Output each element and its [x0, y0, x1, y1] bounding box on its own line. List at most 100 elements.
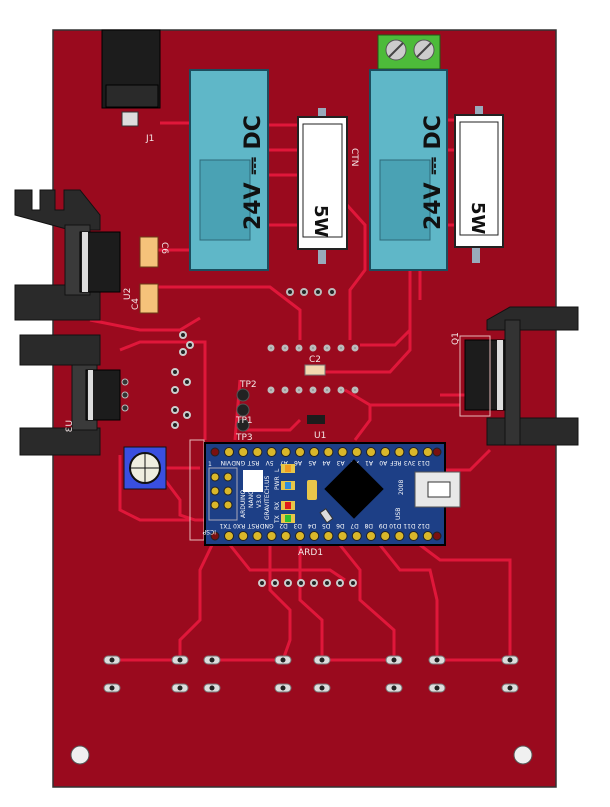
usb-label: USB — [395, 508, 402, 520]
pin-label: RST — [247, 459, 259, 466]
header-pin — [295, 447, 305, 457]
logo — [243, 470, 263, 492]
header-pin — [394, 531, 405, 541]
connector-drill — [391, 657, 397, 663]
header-pin — [394, 447, 405, 457]
regulator-u2-heatsink: U2 — [14, 189, 133, 321]
label-c2: C2 — [309, 355, 321, 365]
connector-drill — [391, 685, 397, 691]
header-pin — [224, 531, 234, 541]
pin-label: A5 — [308, 459, 316, 466]
connector-drill — [507, 685, 513, 691]
mini-usb-port[interactable] — [414, 471, 461, 508]
connector-pad-rows — [103, 655, 519, 693]
label-c4: C4 — [131, 298, 141, 310]
pin-label: A3 — [336, 459, 344, 466]
barrel-jack-j1: J1 — [101, 29, 161, 144]
capacitor-c2: C2 — [304, 355, 326, 376]
header-pin — [351, 531, 362, 541]
header-pin — [266, 531, 277, 541]
test-points: TP2 TP1 TP3 — [235, 380, 257, 443]
pin-label: D9 — [379, 522, 388, 529]
ic-u1: U1 — [307, 415, 326, 441]
pin-label: 3V3 — [404, 459, 416, 466]
connector-drill — [434, 657, 440, 663]
pin-label: GND — [231, 459, 245, 466]
microcontroller-chip — [324, 459, 384, 519]
trimmer-potentiometer[interactable] — [123, 446, 167, 490]
header-pin — [408, 531, 419, 541]
header-pin — [422, 531, 433, 541]
connector-drill — [319, 685, 325, 691]
header-pin — [238, 531, 249, 541]
pin-label: D7 — [350, 522, 359, 529]
pin-label: GND — [259, 522, 273, 529]
label-u3: U3 — [65, 420, 75, 432]
arduino-version: V3.0 — [256, 494, 263, 508]
pin-label: 5V — [265, 459, 274, 466]
connector-drill — [280, 685, 286, 691]
mounting-hole — [513, 745, 533, 765]
pin-label: A1 — [365, 459, 373, 466]
icsp-label: ICSP — [202, 528, 216, 535]
resistor-rating: 5W — [467, 202, 488, 235]
header-pin — [337, 447, 348, 457]
terminal-block — [377, 34, 441, 70]
pin-label: VIN — [221, 459, 231, 466]
header-pin — [266, 447, 277, 457]
svg-text:24V ⎓ DC: 24V ⎓ DC — [241, 115, 266, 230]
label-ard1: ARD1 — [298, 548, 323, 558]
pin-label: D13 — [417, 459, 429, 466]
connector-drill — [209, 685, 215, 691]
via-row — [286, 288, 336, 296]
bottom-header-pads — [258, 579, 357, 587]
bottom-header-pins — [224, 531, 433, 541]
header-pin — [366, 531, 376, 541]
connector-drill — [209, 657, 215, 663]
resistor-rating: 5W — [310, 205, 331, 238]
pin-label: A4 — [322, 459, 330, 466]
led-label: RX — [274, 502, 281, 510]
icsp-pin1-label: 1 — [208, 461, 212, 468]
misc-pads — [171, 331, 194, 429]
header-pin — [323, 447, 334, 457]
header-pin — [280, 447, 291, 457]
header-pin — [309, 447, 320, 457]
label-c6: C6 — [159, 242, 169, 254]
status-leds — [281, 464, 295, 523]
connector-drill — [280, 657, 286, 663]
arduino-maker: GRAVITECH.US — [264, 475, 271, 520]
label-tp1: TP1 — [235, 416, 253, 426]
relay-voltage: 24V — [241, 182, 266, 230]
header-pin — [224, 447, 234, 457]
header-pin — [380, 447, 391, 457]
connector-drill — [507, 657, 513, 663]
connector-drill — [319, 657, 325, 663]
transistor-q1-heatsink: Q1 — [451, 306, 579, 446]
reset-button[interactable] — [307, 480, 317, 500]
arduino-brand: ARDUINO — [240, 489, 247, 518]
label-q1: Q1 — [451, 332, 461, 345]
relay-1: 24V ⎓ DC — [189, 69, 269, 271]
copper-traces — [89, 118, 512, 662]
pin-label: A6 — [294, 459, 302, 466]
header-pin — [337, 531, 348, 541]
pin-label: D3 — [293, 522, 302, 529]
relay-voltage: 24V — [421, 182, 446, 230]
label-j1: J1 — [145, 134, 154, 144]
pin-label: D4 — [308, 522, 317, 529]
led-label: L — [274, 468, 281, 472]
connector-drill — [177, 685, 183, 691]
resistor-5w-2: 5W — [454, 106, 504, 263]
header-pin — [323, 531, 334, 541]
regulator-u3-heatsink: U3 — [19, 334, 129, 456]
led-label: TX — [274, 515, 281, 524]
arduino-model: NANO — [248, 490, 255, 508]
relay-2: 24V ⎓ DC — [369, 69, 448, 271]
pin-label: TX1 — [219, 522, 232, 529]
top-header-pins — [210, 447, 442, 541]
pin-label: D8 — [364, 522, 373, 529]
arduino-year: 2008 — [398, 480, 405, 495]
label-u2: U2 — [123, 288, 133, 300]
pin-label: A7 — [280, 459, 288, 466]
